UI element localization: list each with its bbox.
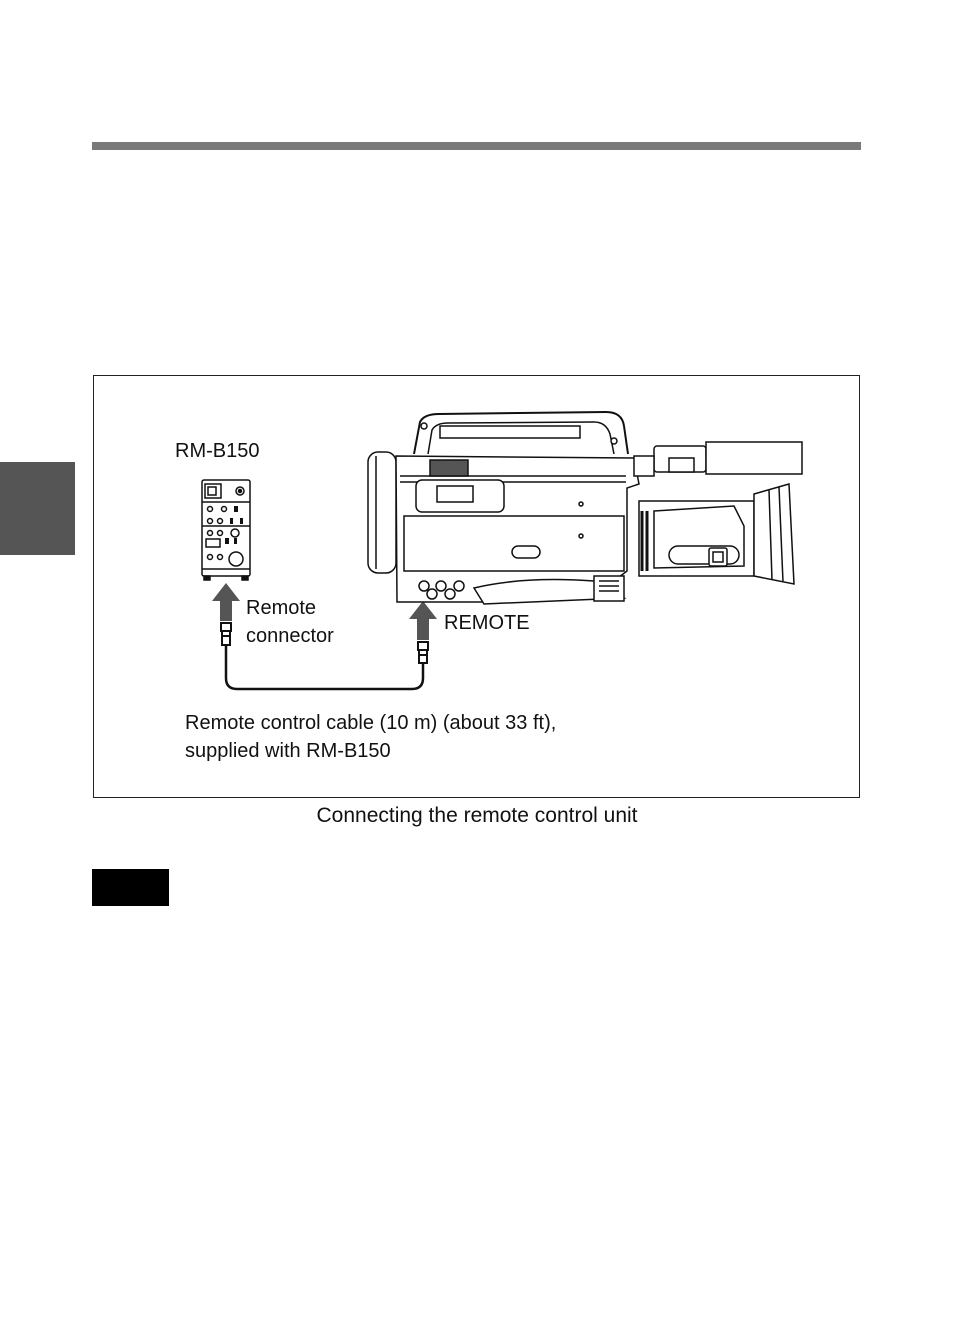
chapter-side-tab xyxy=(0,462,75,555)
cable-label-line1: Remote control cable (10 m) (about 33 ft… xyxy=(185,712,557,734)
remote-port-label: REMOTE xyxy=(444,612,530,634)
up-arrow-icon xyxy=(212,583,240,621)
connection-figure: RM-B150 Remote connector REMOTE Remote c… xyxy=(93,375,860,798)
figure-caption: Connecting the remote control unit xyxy=(316,804,638,827)
remote-control-unit-illustration xyxy=(201,479,251,581)
remote-cable-illustration xyxy=(220,622,429,691)
up-arrow-icon xyxy=(409,601,437,640)
remote-unit-label: RM-B150 xyxy=(175,440,260,462)
camcorder-illustration xyxy=(367,410,803,605)
note-heading-box xyxy=(92,869,169,906)
section-header-rule xyxy=(92,142,861,150)
connection-diagram xyxy=(201,410,803,691)
cable-label-line2: supplied with RM-B150 xyxy=(185,740,391,762)
remote-connector-label-line2: connector xyxy=(246,625,334,647)
remote-connector-label-line1: Remote xyxy=(246,597,317,619)
